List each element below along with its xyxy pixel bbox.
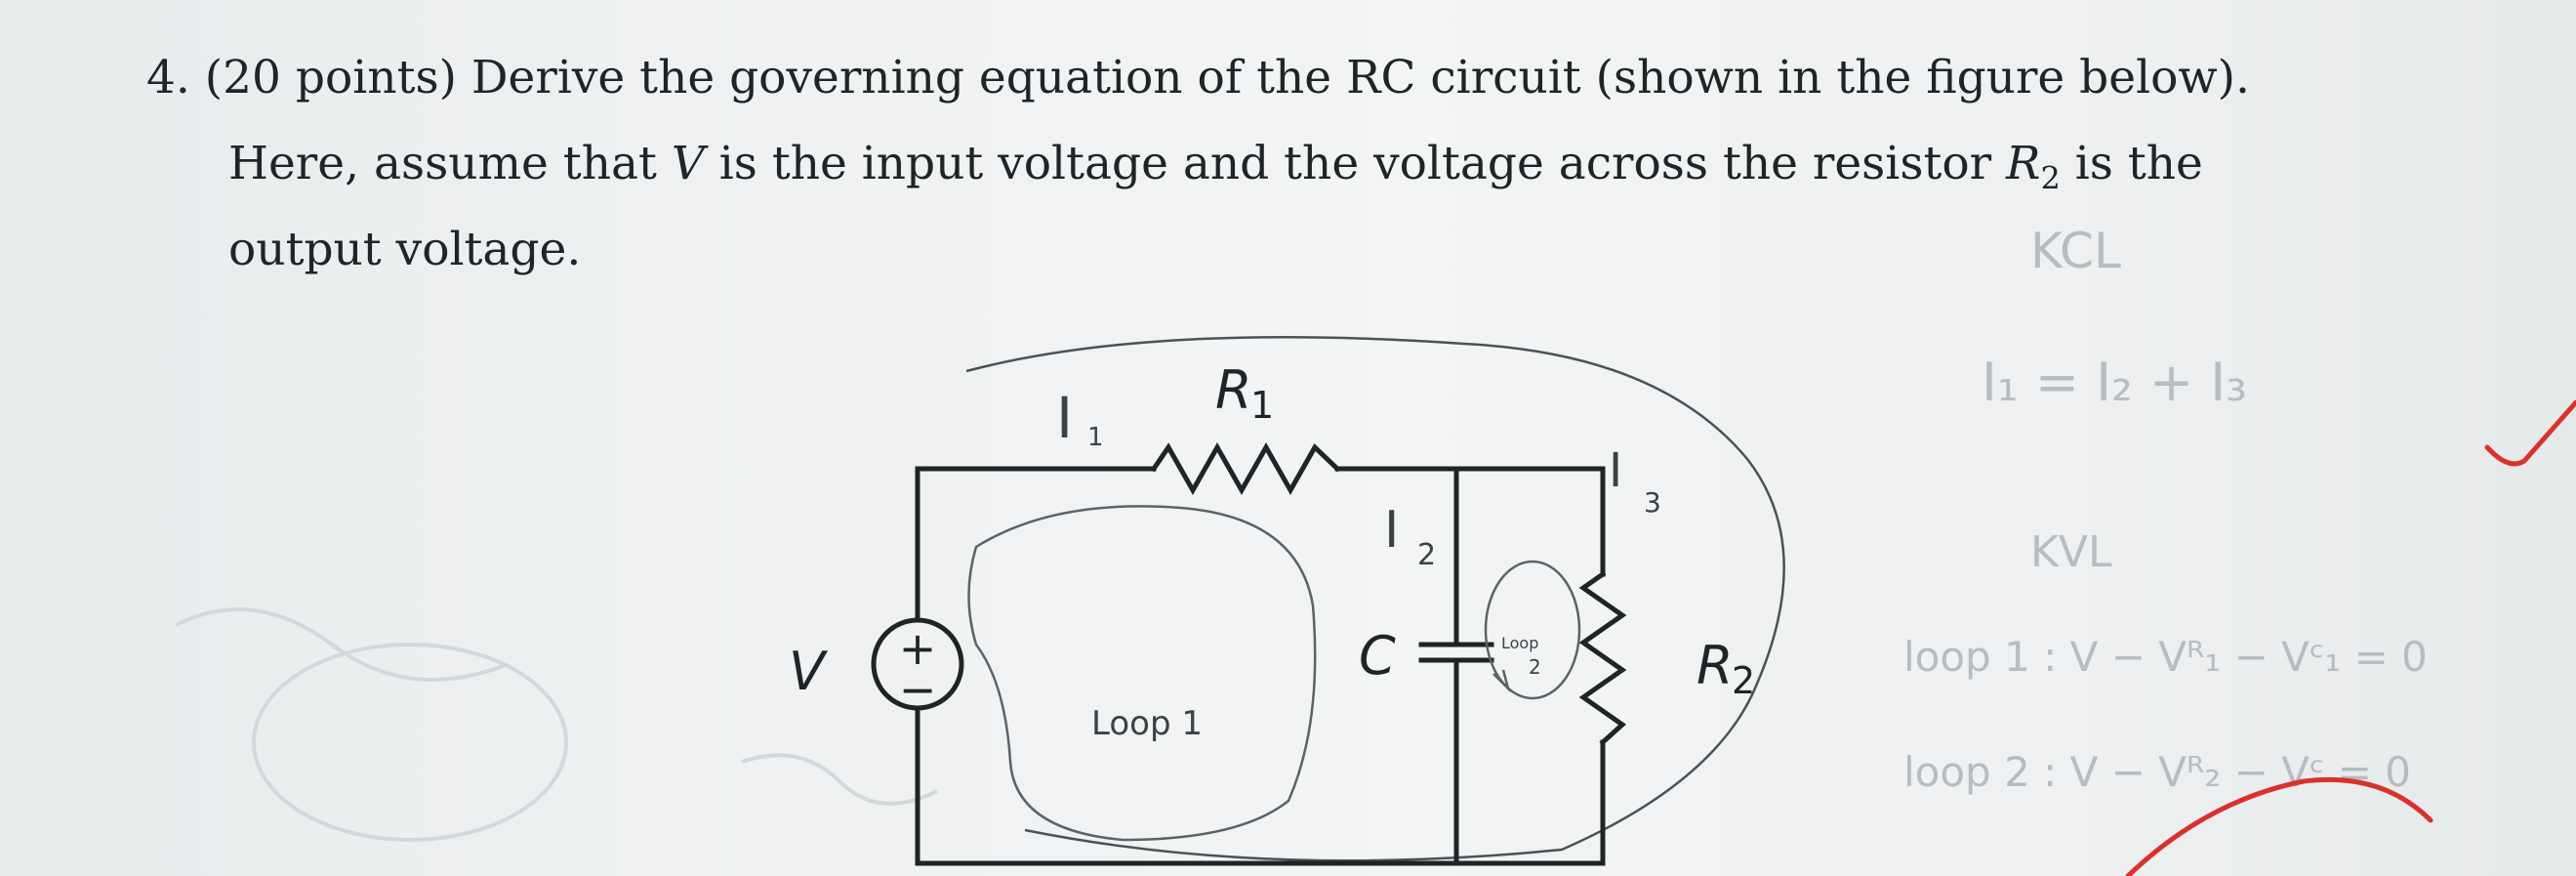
loop2-number: 2 [1529,655,1541,679]
problem-text-2c: is the [2060,137,2203,190]
current-i3-subscript: 3 [1644,486,1661,519]
current-i1-subscript: 1 [1087,423,1104,452]
r1-label: R [1215,359,1252,421]
current-i2-subscript: 2 [1417,538,1436,572]
faint-scribble-1 [252,643,568,842]
r1-subscript: 1 [1250,384,1274,427]
red-circle-mark [2125,776,2433,876]
resistor-r1 [1150,441,1341,496]
faint-scribble-3 [741,753,938,806]
resistor-r2 [1578,570,1627,746]
kvl-title-note: KVL [2030,527,2112,577]
problem-line-3: output voltage. [228,207,581,293]
problem-text-2a: Here, assume that [228,137,672,190]
problem-text-3: output voltage. [228,223,582,276]
capacitor-label: C [1359,625,1396,687]
resistor-symbol: R [2006,137,2041,190]
current-i2-label: I [1384,501,1399,560]
pencil-enclosure [965,336,1785,862]
source-label: V [789,641,829,702]
resistor-subscript: 2 [2040,159,2061,197]
problem-text-2b: is the input voltage and the voltage acr… [704,137,2007,190]
red-checkmark [2484,399,2576,467]
voltage-source [871,617,964,711]
loop1-label: Loop 1 [1091,704,1203,743]
current-i1-label: I [1056,385,1073,451]
kvl-loop2-note: loop 2 : V − Vᴿ₂ − Vᶜ = 0 [1903,748,2411,796]
loop2-path [1484,560,1581,700]
problem-line-1: 4. (20 points) Derive the governing equa… [146,35,2250,121]
loop2-label: Loop [1501,634,1538,652]
problem-text-1: Derive the governing equation of the RC … [470,51,2250,104]
r2-label: R [1697,635,1734,696]
kvl-loop1-note: loop 1 : V − Vᴿ₁ − Vᶜ₁ = 0 [1903,633,2428,681]
problem-number: 4. [146,51,190,104]
kcl-title-note: KCL [2030,223,2121,279]
input-voltage-symbol: V [671,137,705,190]
r2-subscript: 2 [1732,659,1755,702]
source-plus-sign: + [899,622,937,675]
problem-points: (20 points) [204,51,457,104]
faint-scribble-2 [175,607,509,682]
loop1-path [967,505,1317,842]
problem-line-2: Here, assume that V is the input voltage… [228,121,2203,221]
kcl-equation-note: I₁ = I₂ + I₃ [1982,352,2247,413]
loop2-arrow [1492,669,1511,693]
source-minus-sign: − [899,663,937,716]
current-i3-label: I [1609,443,1622,498]
